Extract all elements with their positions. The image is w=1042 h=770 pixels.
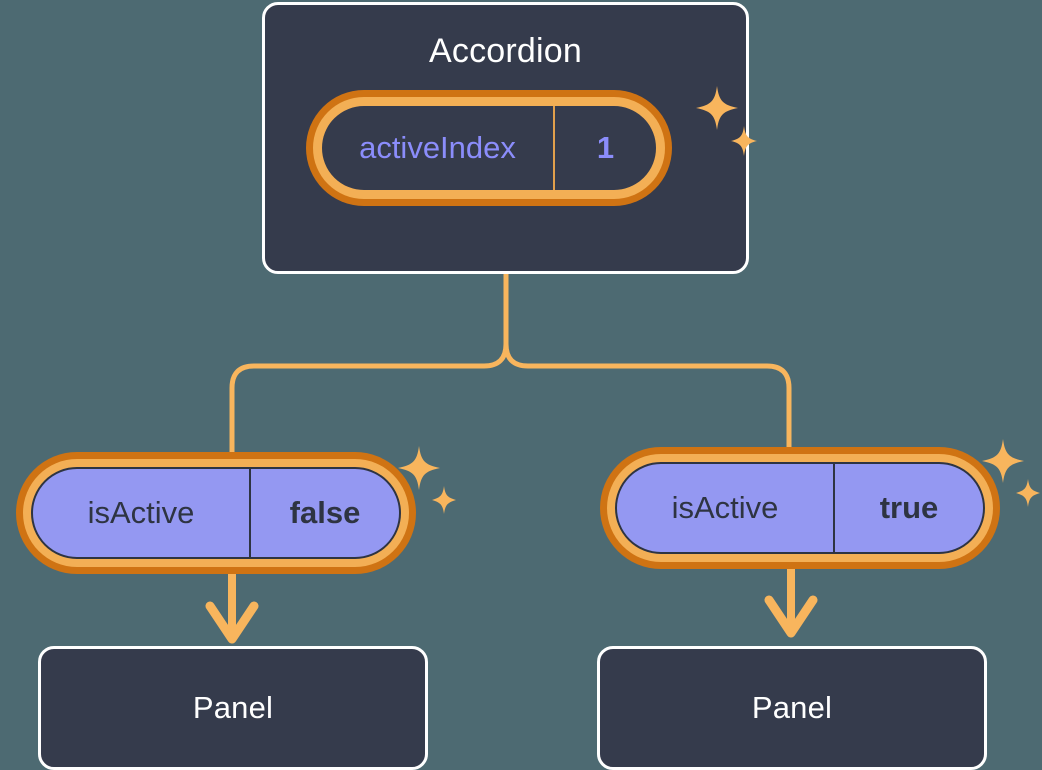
state-value-isactive-left: false — [289, 495, 361, 530]
connector-root-to-branches — [503, 271, 792, 455]
sparkle-group-accordion — [692, 84, 760, 163]
panel-node-left[interactable]: Panel — [38, 646, 428, 770]
panel-left-title: Panel — [192, 690, 274, 725]
connector-root-to-branches-left — [229, 341, 509, 461]
accordion-node-title: Accordion — [429, 32, 582, 70]
pill-core: isActive true — [615, 462, 985, 554]
sparkle-icon — [982, 439, 1040, 507]
pill-inner-ring: activeIndex 1 — [313, 97, 665, 199]
sparkle-icon — [398, 446, 456, 514]
pill-outer-ring: isActive true — [600, 447, 1000, 569]
sparkle-group-right — [980, 437, 1042, 514]
state-value-activeindex: 1 — [596, 130, 615, 165]
state-pill-isactive-false[interactable]: isActive false — [16, 452, 416, 574]
sparkle-icon — [696, 86, 757, 156]
state-pill-isactive-true[interactable]: isActive true — [600, 447, 1000, 569]
pill-inner-ring: isActive false — [23, 459, 409, 567]
state-key-isactive-left: isActive — [33, 469, 251, 557]
pill-core: isActive false — [31, 467, 401, 559]
arrowhead-left — [205, 601, 259, 644]
pill-outer-ring: isActive false — [16, 452, 416, 574]
pill-inner-ring: isActive true — [607, 454, 993, 562]
state-pill-activeindex[interactable]: activeIndex 1 — [306, 90, 672, 206]
arrowhead-right — [764, 595, 818, 638]
state-value-isactive-right: true — [879, 490, 939, 525]
panel-right-title: Panel — [751, 690, 833, 725]
panel-node-right[interactable]: Panel — [597, 646, 987, 770]
pill-outer-ring: activeIndex 1 — [306, 90, 672, 206]
state-key-activeindex: activeIndex — [322, 106, 555, 190]
sparkle-group-left — [396, 444, 458, 521]
state-key-isactive-right: isActive — [617, 464, 835, 552]
pill-core: activeIndex 1 — [321, 105, 657, 191]
